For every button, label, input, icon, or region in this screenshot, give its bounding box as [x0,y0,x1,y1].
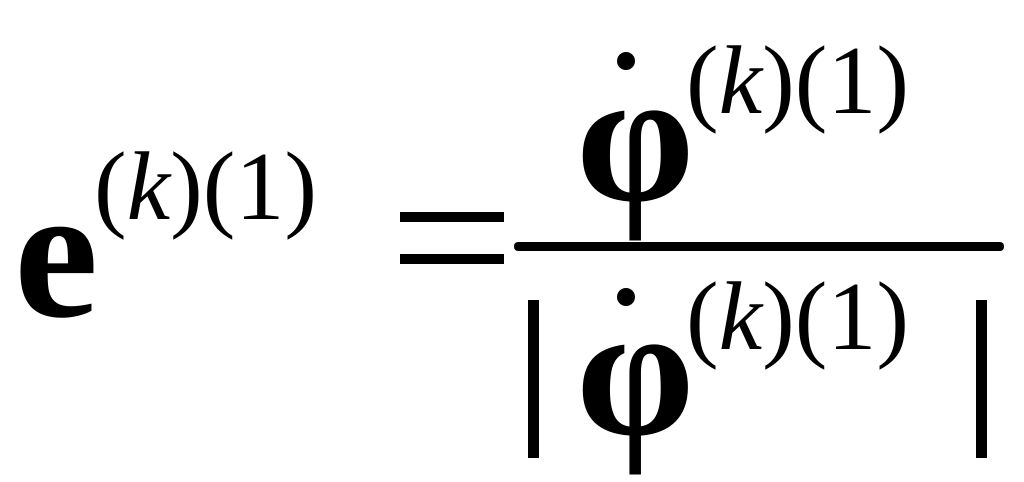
num-sup-open: ( [686,27,719,135]
lhs-sup-close: )(1) [170,133,318,241]
den-sup-index: k [718,263,763,371]
lhs-vector-e: e [14,148,99,358]
equals-sign [400,206,504,270]
numerator-superscript: (k)(1) [686,32,909,130]
denominator-phi: φ [576,266,695,476]
abs-bar-left [528,300,539,458]
equals-bar-top [400,212,504,222]
abs-bar-right [976,300,987,458]
den-sup-open: ( [686,263,719,371]
denominator-derivative-dot [617,288,635,306]
den-sup-close: )(1) [762,263,910,371]
numerator-derivative-dot [617,52,635,70]
num-sup-close: )(1) [762,27,910,135]
fraction-bar [514,242,1004,251]
lhs-sup-index: k [126,133,171,241]
num-sup-index: k [718,27,763,135]
lhs-superscript: (k)(1) [94,138,317,236]
lhs-sup-open: ( [94,133,127,241]
numerator-phi: φ [576,32,695,242]
equals-bar-bottom [400,254,504,264]
denominator-superscript: (k)(1) [686,268,909,366]
